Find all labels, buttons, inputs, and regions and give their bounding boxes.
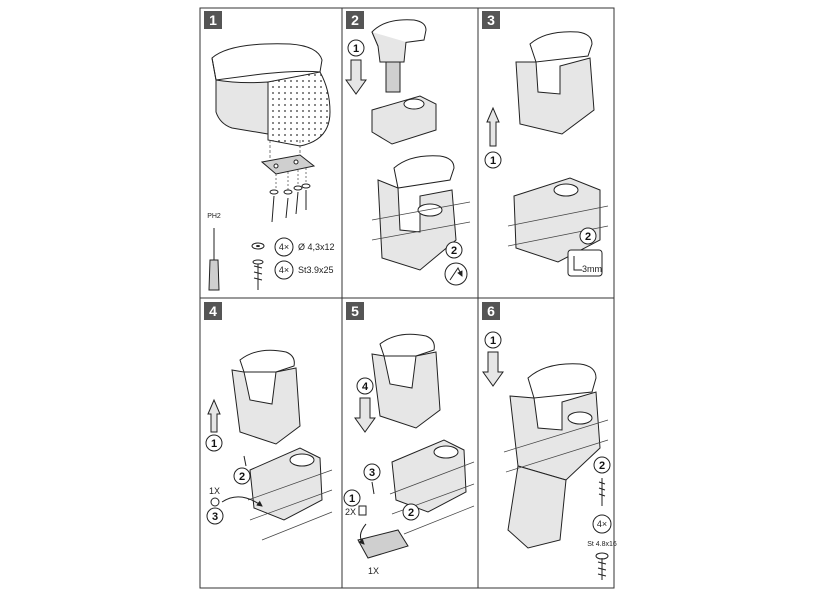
panel-2-number: 2 (351, 12, 359, 28)
part-quantity-p5-b: 1X (368, 566, 379, 576)
rotate-icon (444, 262, 468, 286)
armrest-upper-p5 (371, 333, 441, 429)
step-1-label-p4: 1 (211, 438, 217, 450)
clip-icon-p5 (358, 505, 367, 516)
allen-key-size: 3mm (582, 264, 602, 274)
step-circle-1: 1 (347, 39, 365, 57)
screw-detail-p6 (595, 552, 609, 580)
down-arrow-p6 (482, 351, 504, 387)
console-base-top (371, 95, 437, 145)
step-circle-2-p6: 2 (593, 456, 611, 474)
step-circle-3-p4: 3 (206, 507, 224, 525)
step-3-label-p4: 3 (212, 511, 218, 523)
panel-4-badge: 4 (204, 302, 222, 320)
down-arrow-p5 (354, 397, 376, 433)
screw-icon-p5 (371, 481, 375, 495)
panel-4-number: 4 (209, 303, 217, 319)
panel-6-number: 6 (487, 303, 495, 319)
step-circle-1-p6: 1 (484, 331, 502, 349)
screw-spec: St3.9x25 (298, 265, 334, 275)
step-circle-1-p5: 1 (343, 489, 361, 507)
panel-1-number: 1 (209, 12, 217, 28)
console-p3 (507, 177, 609, 263)
step-4-label-p5: 4 (362, 381, 369, 393)
armrest-installed-p6 (503, 363, 609, 549)
step-circle-4-p5: 4 (356, 377, 374, 395)
panel-3-badge: 3 (482, 11, 500, 29)
up-arrow-p4 (207, 398, 221, 433)
screw-quantity: 4× (279, 265, 289, 275)
screw-icon (252, 259, 264, 290)
allen-key-icon: 3mm (567, 249, 603, 277)
panel-2-badge: 2 (346, 11, 364, 29)
step-2-label: 2 (451, 245, 457, 257)
washer-quantity: 4× (279, 242, 289, 252)
step-1-label-p6: 1 (490, 335, 496, 347)
panel-6-badge: 6 (482, 302, 500, 320)
step-circle-2-p3: 2 (579, 227, 597, 245)
step-1-label-p5: 1 (349, 493, 355, 505)
console-p5 (389, 439, 475, 535)
screw-spec-p6: St 4.8x16 (587, 541, 617, 548)
bracket-plate-p5 (357, 523, 409, 559)
step-circle-1-p4: 1 (205, 434, 223, 452)
step-2-label-p3: 2 (585, 231, 591, 243)
console-p4 (247, 447, 333, 541)
up-arrow (486, 106, 500, 147)
quantity-badge-washer: 4× (274, 237, 294, 257)
panel-3-number: 3 (487, 12, 495, 28)
screw-icon-p4 (243, 455, 247, 467)
armrest-lifted (371, 19, 427, 93)
step-2-label-p5: 2 (408, 507, 414, 519)
step-circle-2: 2 (445, 241, 463, 259)
screws-group (269, 168, 311, 223)
quantity-badge-screw: 4× (274, 260, 294, 280)
step-2-label-p4: 2 (239, 471, 245, 483)
screwdriver-icon: PH2 (207, 213, 221, 291)
step-circle-1-p3: 1 (484, 151, 502, 169)
screw-icon-p6 (598, 478, 606, 506)
panel-4-frame (199, 297, 343, 589)
step-circle-3-p5: 3 (363, 463, 381, 481)
armrest-illustration (211, 43, 331, 147)
panel-5-number: 5 (351, 303, 359, 319)
quantity-badge-p6: 4× (592, 514, 612, 534)
armrest-raised-p3 (515, 31, 595, 135)
mounting-bracket (260, 140, 316, 175)
washer-icon (251, 242, 265, 250)
step-2-label-p6: 2 (599, 460, 605, 472)
panel-1-badge: 1 (204, 11, 222, 29)
part-quantity-p5-a: 2X (345, 507, 356, 517)
step-1-label-p3: 1 (490, 155, 496, 167)
screwdriver-tip-label: PH2 (207, 213, 221, 220)
screw-quantity-p6: 4× (597, 519, 607, 529)
clip-icon-p4 (210, 496, 263, 507)
down-arrow (345, 59, 367, 95)
step-circle-2-p4: 2 (233, 467, 251, 485)
step-circle-2-p5: 2 (402, 503, 420, 521)
step-3-label-p5: 3 (369, 467, 375, 479)
panel-5-badge: 5 (346, 302, 364, 320)
step-1-label: 1 (353, 43, 359, 55)
armrest-upper-p4 (231, 349, 301, 445)
washer-spec: Ø 4,3x12 (298, 242, 335, 252)
armrest-installed (371, 155, 471, 271)
part-quantity-p4: 1X (209, 486, 220, 496)
